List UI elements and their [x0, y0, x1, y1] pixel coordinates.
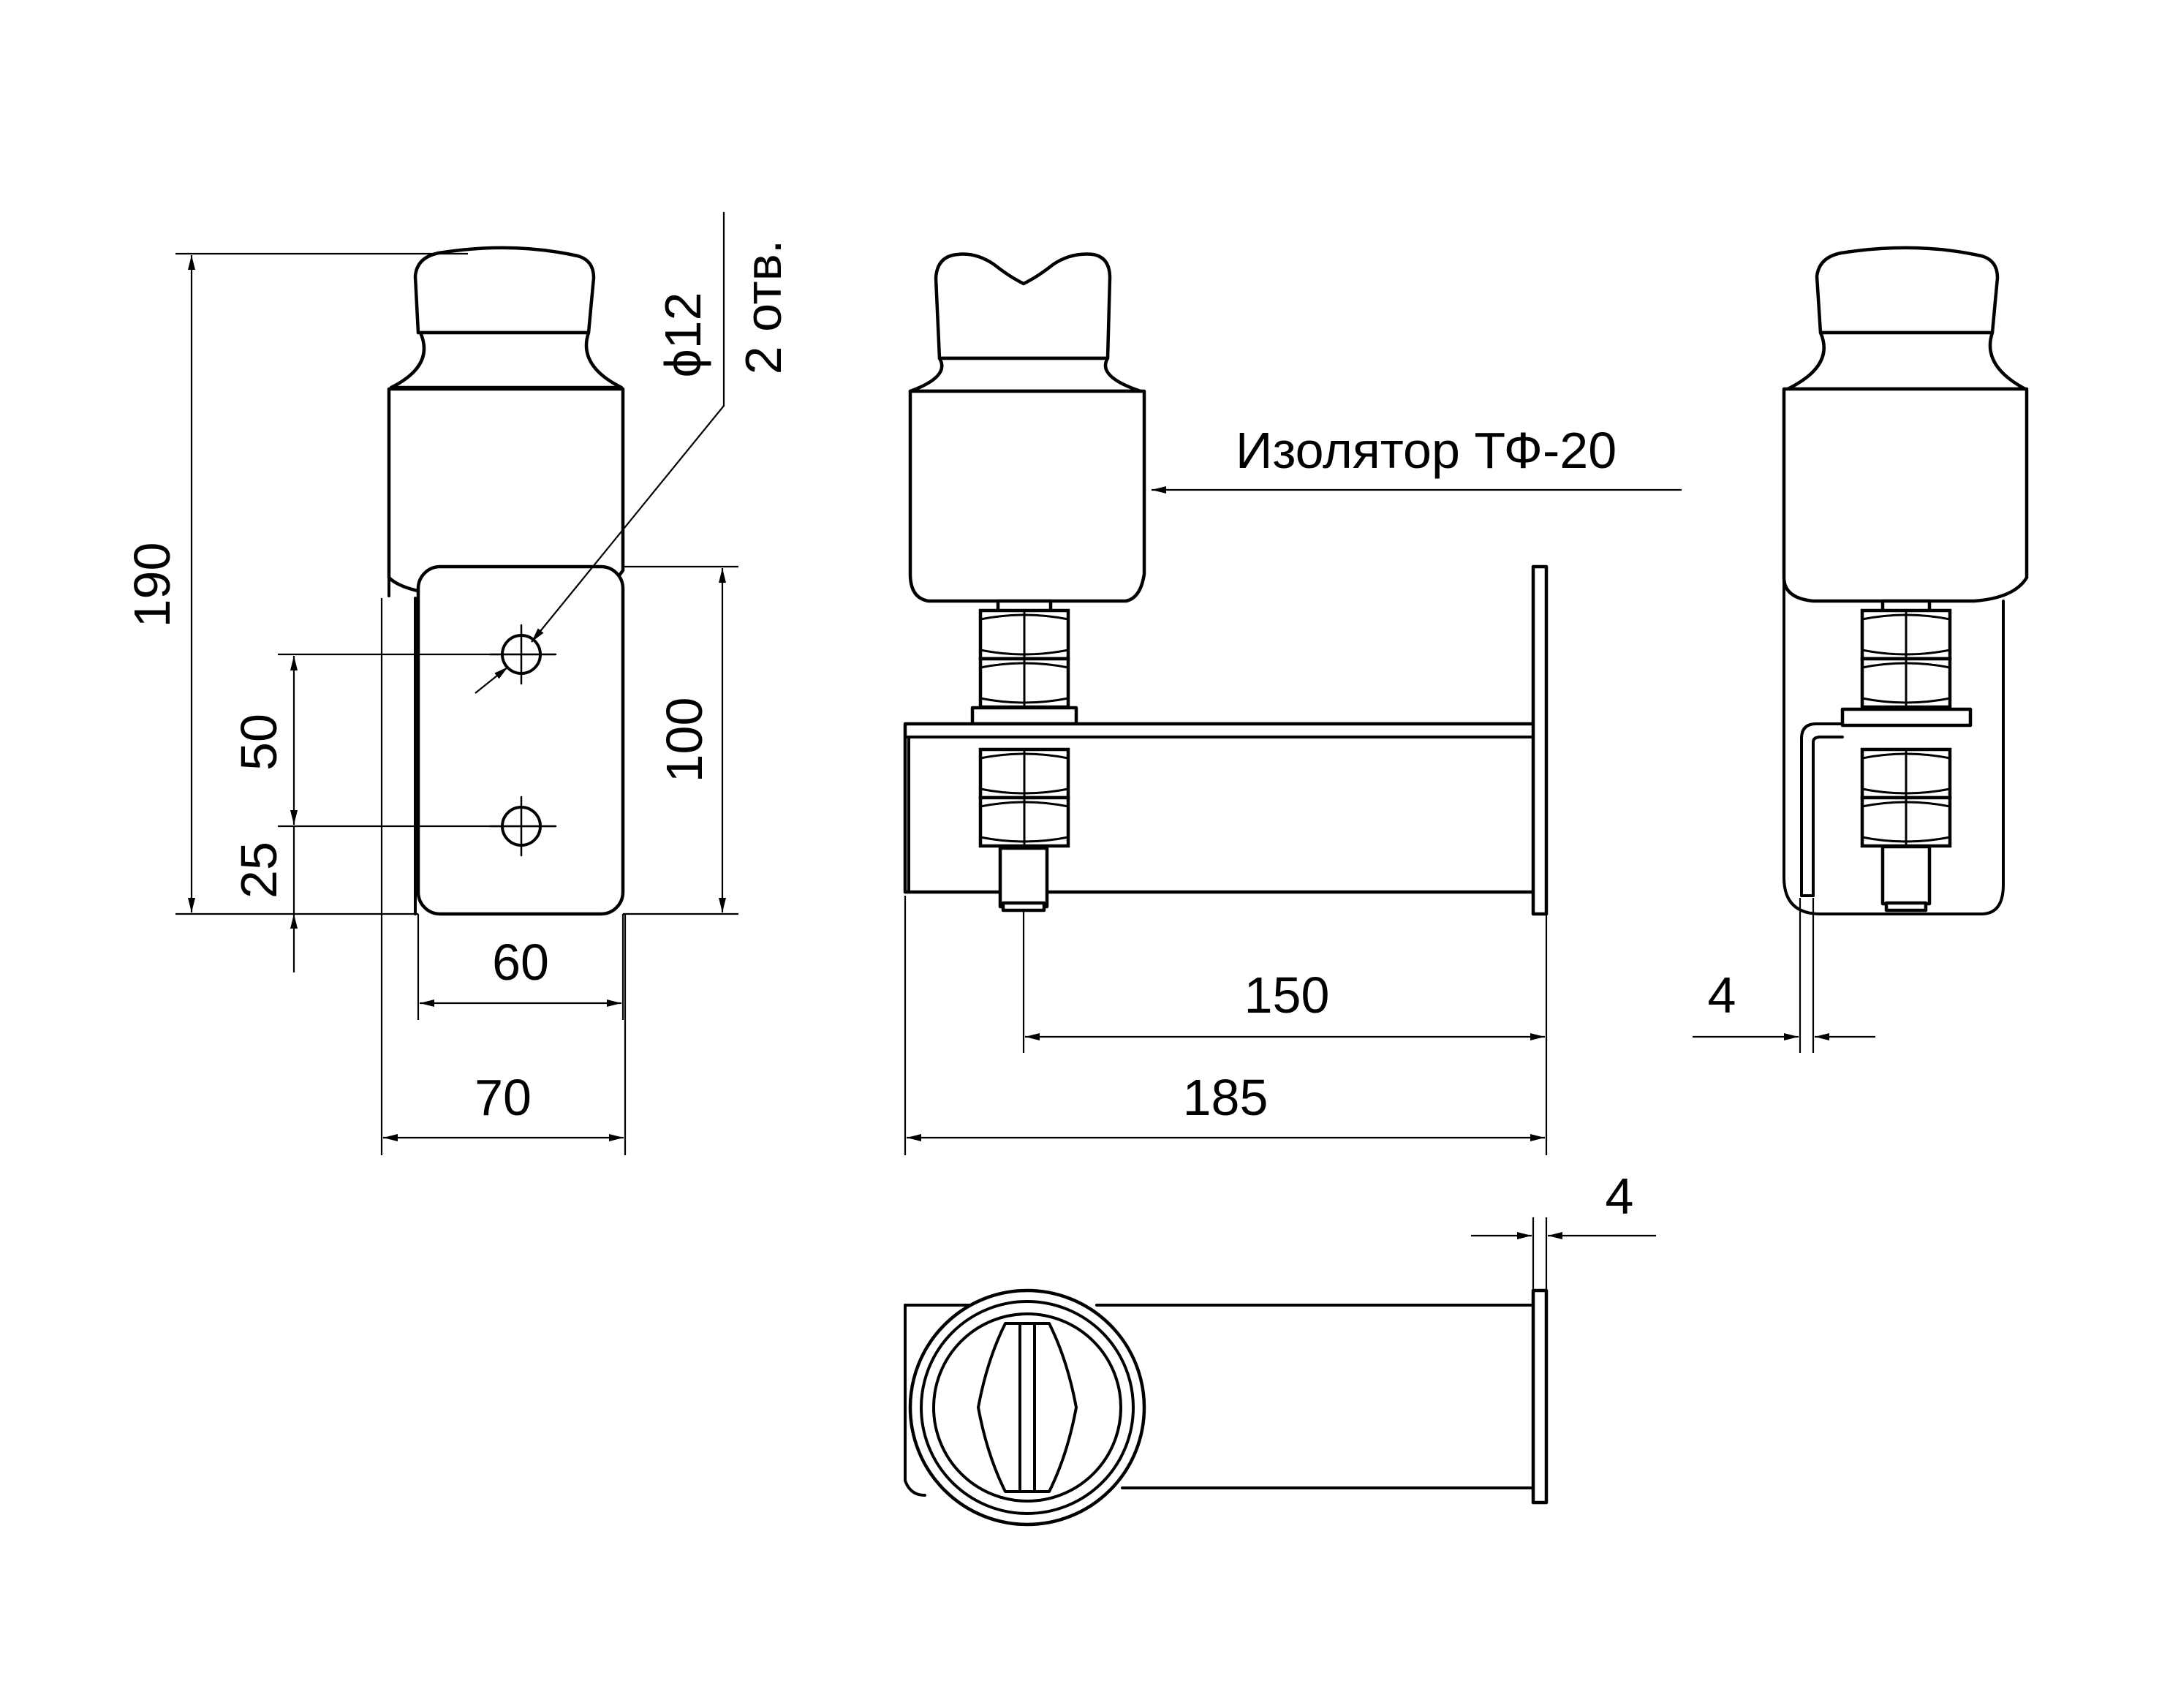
insulator-label: Изолятор ТФ-20	[1236, 422, 1617, 479]
right-view	[1782, 246, 2029, 915]
holes-count-label: 2 отв.	[735, 240, 792, 374]
hole-diameter-label: ϕ12	[654, 292, 711, 377]
dim-4-side: 4	[1708, 967, 1736, 1024]
dim-70: 70	[475, 1069, 532, 1126]
wall-plate	[1531, 564, 1549, 916]
plan-dimensions: 4	[1471, 1168, 1656, 1291]
dim-60: 60	[492, 934, 549, 991]
dim-100: 100	[656, 698, 713, 783]
insulator-neck	[389, 330, 624, 390]
dim-4-top: 4	[1606, 1168, 1634, 1225]
insulator-cap	[413, 246, 596, 335]
insulator-cap-grooved	[934, 252, 1112, 360]
front-dimensions: 190 50 25 100 60 70 ϕ12 2 отв.	[124, 212, 792, 1155]
insulator-cap-right	[1815, 246, 2000, 335]
insulator-inner-ring	[932, 1312, 1122, 1503]
dim-25: 25	[230, 842, 287, 899]
plan-view	[904, 1288, 1549, 1527]
side-dimensions: Изолятор ТФ-20 150 185	[904, 422, 1682, 1155]
dim-50: 50	[230, 714, 287, 771]
l-bracket	[1800, 722, 1844, 897]
insulator-outer-ring	[908, 1288, 1146, 1527]
dim-150: 150	[1244, 967, 1330, 1024]
wall-plate-plan	[1531, 1288, 1549, 1505]
insulator-groove	[977, 1322, 1078, 1493]
right-dimensions: 4	[1693, 898, 1875, 1053]
insulator-body-side	[908, 389, 1146, 603]
dim-185: 185	[1183, 1069, 1269, 1126]
front-view	[387, 246, 625, 916]
side-view	[903, 252, 1549, 916]
dim-190: 190	[124, 543, 181, 628]
mounting-plate	[416, 564, 625, 916]
